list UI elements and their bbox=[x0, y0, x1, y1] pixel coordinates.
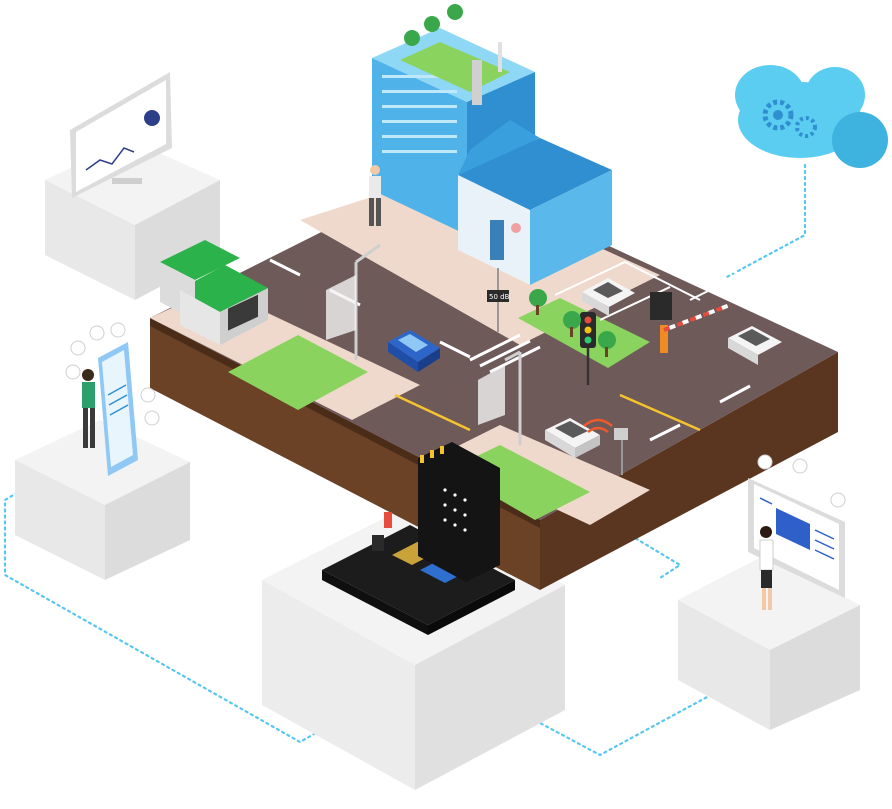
speed-camera bbox=[614, 428, 628, 475]
crosswalk bbox=[469, 333, 541, 374]
soil-front-right bbox=[540, 352, 838, 590]
street-lights bbox=[326, 243, 522, 445]
noise-sign: 50 dB bbox=[487, 268, 510, 332]
traffic-light-icon bbox=[580, 312, 596, 385]
tablet-touch-icon bbox=[65, 322, 160, 476]
antenna bbox=[472, 60, 482, 105]
car-white-right bbox=[728, 326, 782, 365]
monitor-dashboard-icon bbox=[70, 72, 172, 198]
mail-screen-icon bbox=[748, 454, 846, 610]
office-windows bbox=[382, 75, 457, 153]
center-line bbox=[394, 393, 701, 432]
floating-app-icons bbox=[65, 322, 160, 426]
wifi-signal-icon bbox=[583, 418, 613, 434]
edge-connector bbox=[420, 446, 444, 463]
grass-left bbox=[228, 335, 368, 410]
kiosk-building bbox=[160, 240, 268, 345]
microbit-board-icon bbox=[322, 442, 515, 635]
rooftop-tree bbox=[404, 30, 420, 46]
led-matrix bbox=[443, 488, 467, 532]
car-white-road bbox=[545, 418, 600, 458]
house bbox=[458, 120, 612, 285]
person-tablet-head bbox=[82, 369, 94, 381]
cloud-gear-icon bbox=[735, 65, 888, 168]
person-mail-head bbox=[760, 526, 772, 538]
car-blue bbox=[388, 330, 440, 372]
connector-tablet bbox=[3, 448, 332, 744]
door-sensor bbox=[511, 223, 521, 233]
pedestal-tablet bbox=[15, 420, 190, 580]
connector-cloud bbox=[723, 163, 807, 280]
microbit bbox=[418, 442, 500, 582]
trees bbox=[529, 289, 616, 357]
parking-barrier-icon bbox=[650, 292, 731, 353]
person-on-sidewalk bbox=[369, 165, 381, 226]
office-tower bbox=[372, 4, 535, 235]
red-led bbox=[384, 512, 392, 528]
house-door bbox=[490, 220, 504, 260]
car-white-parked bbox=[582, 278, 635, 316]
noise-sign-text: 50 dB bbox=[489, 293, 510, 301]
